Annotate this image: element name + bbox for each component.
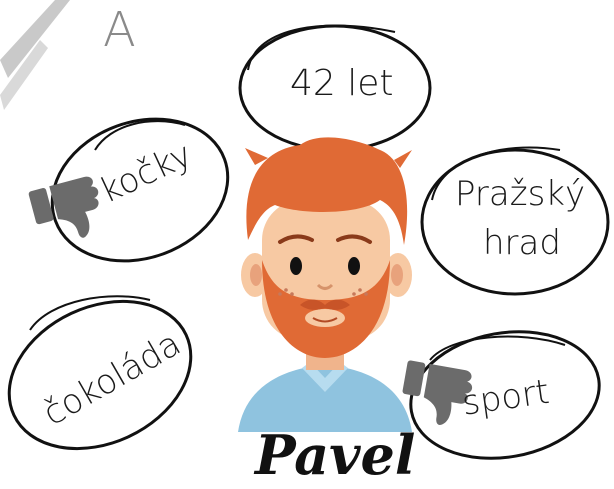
bubble-castle-label-line2: hrad <box>483 226 561 260</box>
person-name: Pavel <box>255 428 415 482</box>
bubble-castle-label-line1: Pražský <box>455 177 585 211</box>
corner-letter: A <box>103 6 136 54</box>
bubble-age-label: 42 let <box>290 66 394 102</box>
thumbs-down-icon <box>28 174 109 248</box>
person-illustration <box>238 137 412 432</box>
bubble-castle <box>422 147 608 294</box>
corner-decoration <box>0 0 70 110</box>
